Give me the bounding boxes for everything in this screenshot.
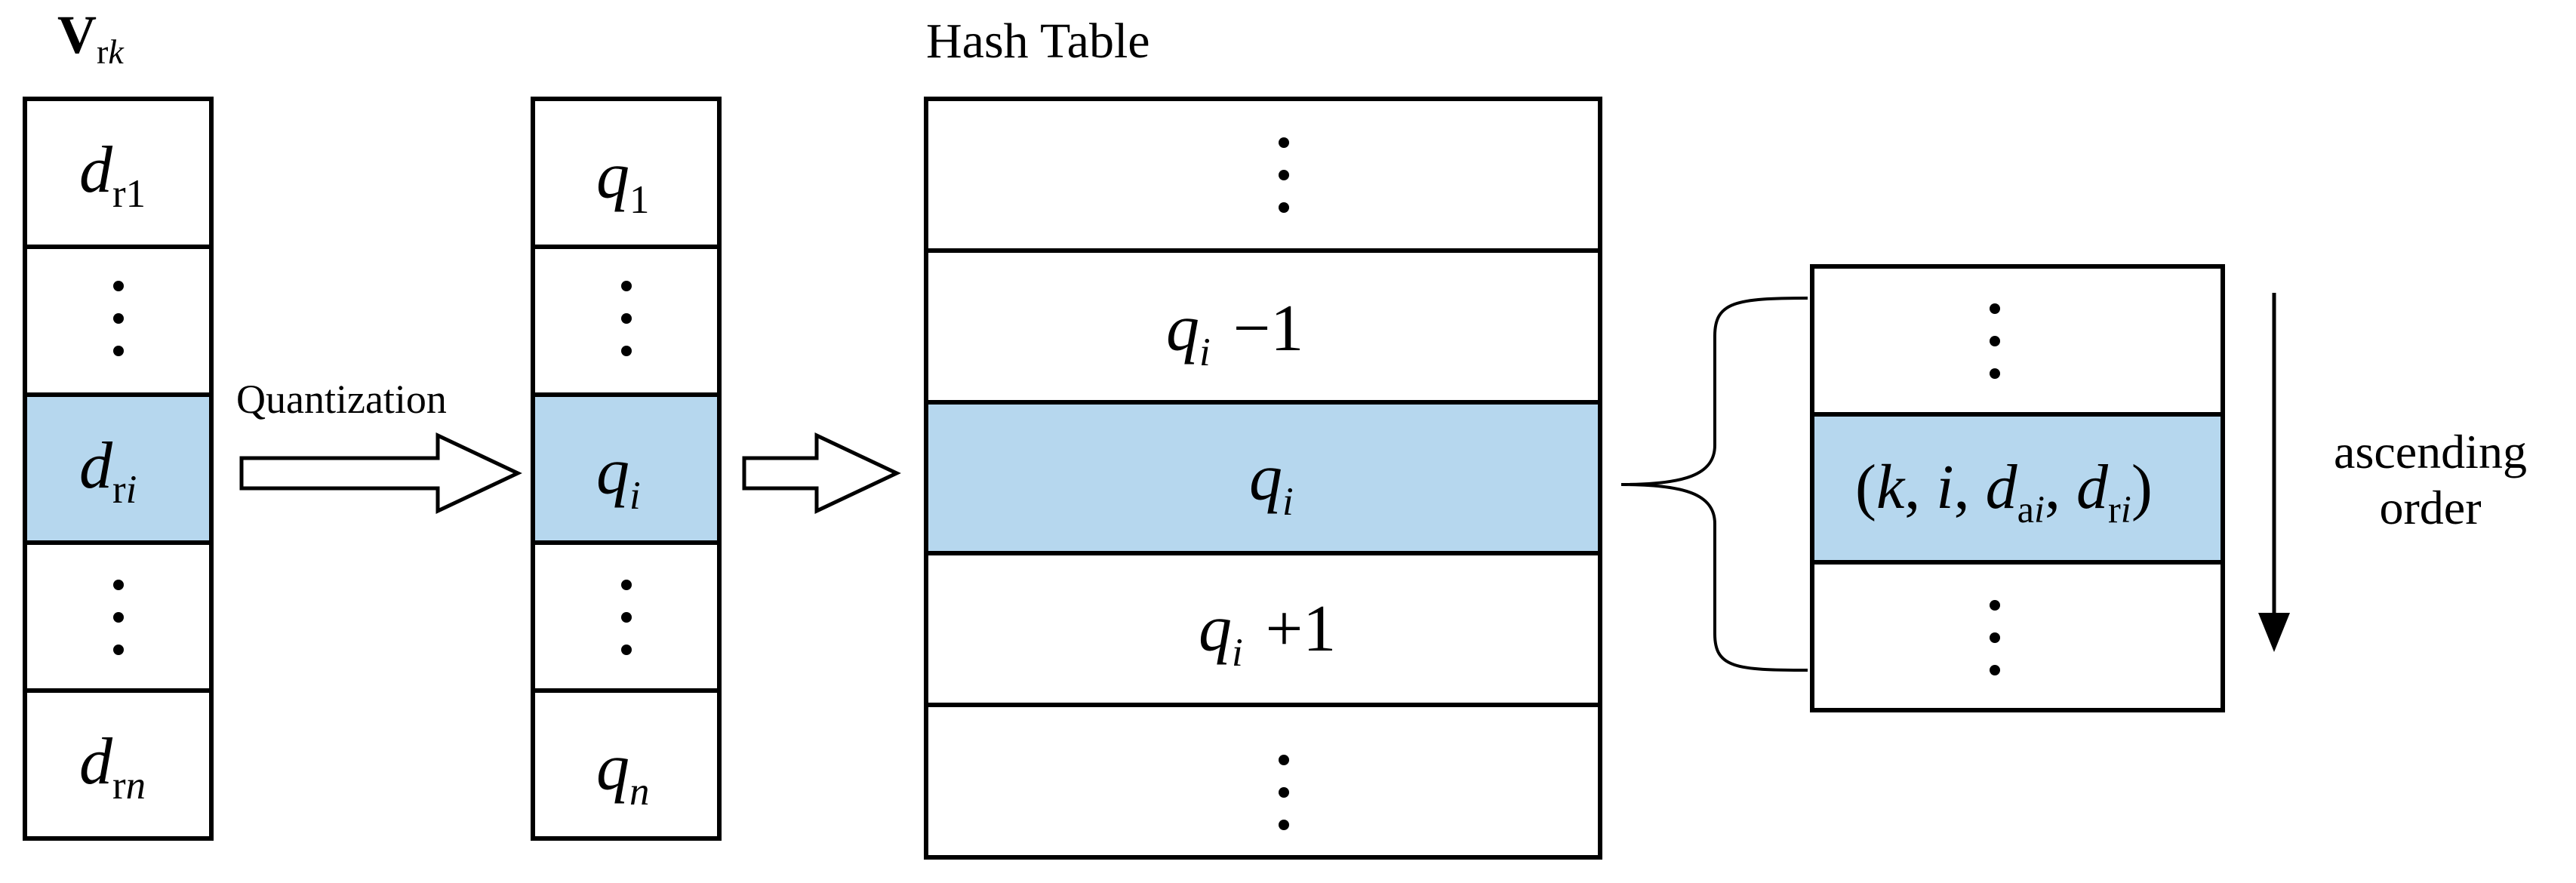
- quantized-cell-qn: qn: [596, 731, 650, 814]
- hash-row-qi-plus-1: qi+1: [1199, 592, 1337, 675]
- hash-row-ellipsis: [1279, 755, 1289, 830]
- hash-row-qi: qi: [1249, 442, 1294, 525]
- hash-table-title: Hash Table: [926, 14, 1150, 69]
- quantization-arrow: [239, 432, 522, 514]
- quantized-column: [531, 97, 722, 841]
- hash-row-highlight: [926, 402, 1600, 553]
- vector-title: Vrk: [57, 5, 124, 71]
- vector-cell-d-r1: dr1: [79, 134, 146, 217]
- curly-brace: [1620, 297, 1808, 672]
- vector-cell-d-rn: drn: [79, 725, 146, 808]
- bucket-row-tuple: (k, i, dai, dri): [1855, 452, 2153, 531]
- quantization-label: Quantization: [236, 377, 447, 422]
- quantized-cell-ellipsis: [621, 281, 632, 356]
- hash-row-qi-minus-1: qi−1: [1166, 292, 1304, 375]
- vector-cell-ellipsis: [113, 281, 124, 356]
- quantized-cell-highlight: [533, 395, 719, 543]
- quantized-cell-qi: qi: [596, 435, 641, 518]
- vector-cell-highlight: [25, 395, 211, 543]
- vector-cell-d-ri: dri: [79, 429, 137, 512]
- bucket-list: [1810, 264, 2225, 712]
- hash-arrow: [742, 432, 901, 514]
- bucket-row-ellipsis: [1990, 303, 2000, 379]
- quantized-cell-q1: q1: [596, 140, 650, 223]
- hash-row-ellipsis: [1279, 137, 1289, 213]
- ascending-order-arrow: [2258, 293, 2290, 652]
- ascending-order-label: ascending order: [2334, 425, 2527, 534]
- bucket-row-highlight: [1812, 414, 2223, 562]
- quantized-cell-ellipsis: [621, 580, 632, 655]
- bucket-row-ellipsis: [1990, 600, 2000, 675]
- hash-table: [924, 97, 1602, 860]
- vector-cell-ellipsis: [113, 580, 124, 655]
- vector-column: [23, 97, 214, 841]
